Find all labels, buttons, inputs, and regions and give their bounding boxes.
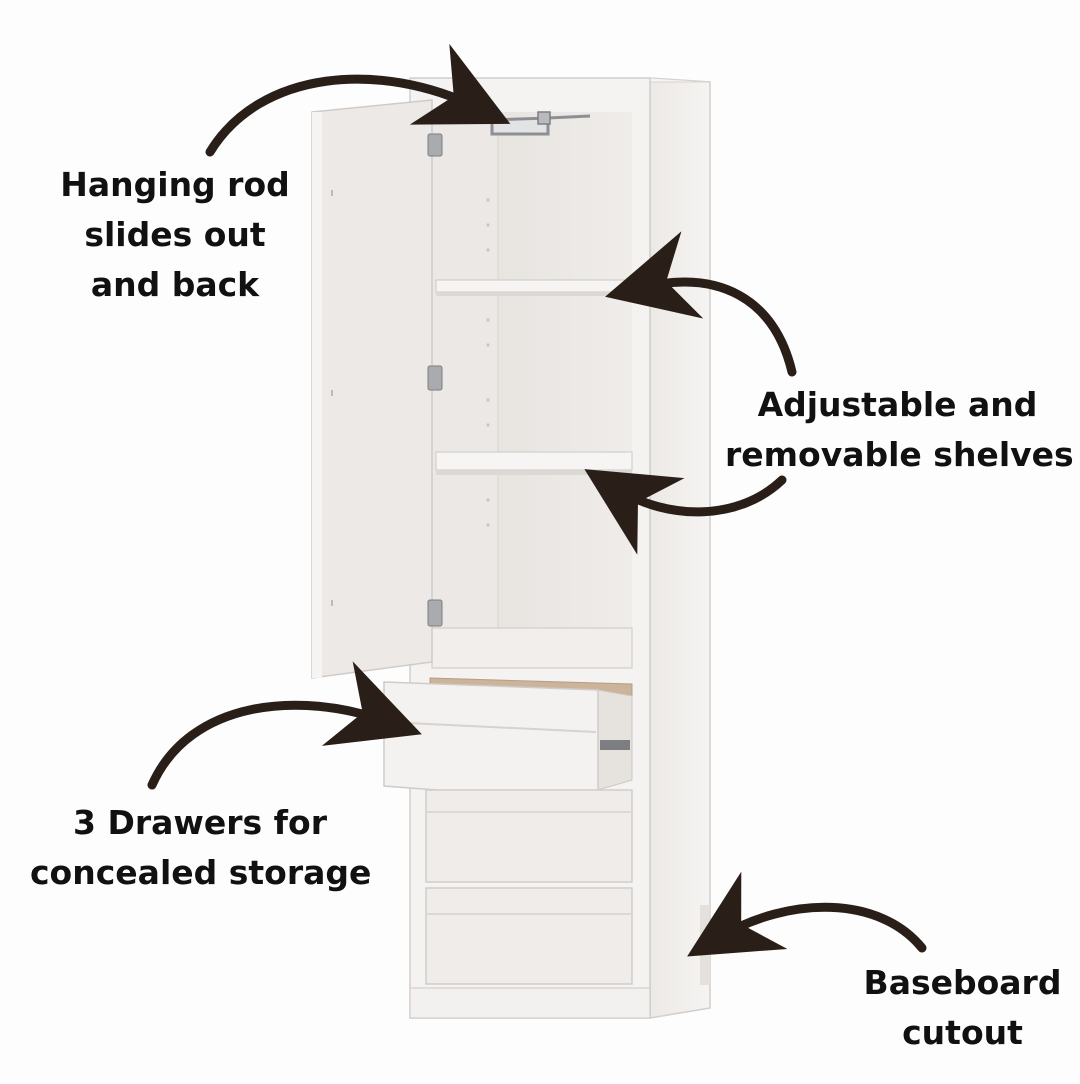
curved-arrow-icon [147,661,422,790]
callout-text: concealed storage [30,853,372,892]
callout-text: cutout [902,1013,1023,1052]
callout-baseboard: Baseboard cutout [850,958,1075,1058]
curved-arrow-icon [605,231,797,377]
callout-text: Baseboard [863,963,1062,1002]
hinge-icon [427,133,443,627]
cabinet-base [409,987,651,1019]
shelf-pin-holes [486,198,490,527]
drawer-bottom [425,887,633,985]
callout-text: slides out [84,215,266,254]
callout-text: removable shelves [725,435,1074,474]
shelf-lower [435,451,633,475]
cabinet-side-panel [649,77,711,1019]
callout-hanging-rod: Hanging rod slides out and back [40,160,310,310]
curved-arrow-icon [205,43,511,157]
drawer-open [383,677,633,803]
callout-text: and back [90,265,260,304]
curved-arrow-icon [584,469,787,555]
callout-text: Hanging rod [60,165,290,204]
shelf-fixed-bottom [431,627,633,669]
cabinet-interior-side [432,112,498,632]
drawer-slide-icon [600,740,630,750]
drawer-middle [425,789,633,883]
callout-drawers: 3 Drawers for concealed storage [30,798,372,898]
shelf-upper [435,279,633,296]
callout-text: Adjustable and [757,385,1038,424]
callout-text: 3 Drawers for [73,803,327,842]
baseboard-cutout [700,905,710,985]
curved-arrow-icon [687,871,927,957]
callout-shelves: Adjustable and removable shelves [725,380,1074,480]
cabinet-door [311,99,433,679]
